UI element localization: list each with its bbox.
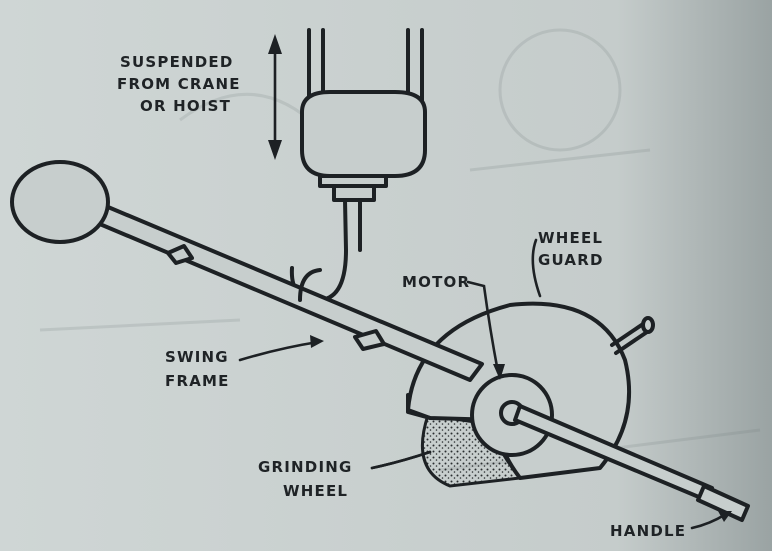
svg-text:SUSPENDED: SUSPENDED [120,53,234,71]
label-wheel-guard: WHEEL GUARD [531,229,604,298]
up-down-arrow [268,34,282,160]
svg-text:HANDLE: HANDLE [610,522,686,540]
svg-text:SWING: SWING [165,348,229,366]
svg-text:GRINDING: GRINDING [258,458,353,476]
label-swing-frame: SWING FRAME [165,335,324,390]
svg-text:WHEEL: WHEEL [538,229,603,247]
hoist-block [300,90,427,178]
svg-text:OR HOIST: OR HOIST [140,97,231,115]
guard-post [610,316,655,355]
label-suspended: SUSPENDED FROM CRANE OR HOIST [117,53,241,115]
swing-frame [10,160,750,522]
svg-text:FROM CRANE: FROM CRANE [117,75,241,93]
frame-collar-1 [166,244,194,265]
grinding-wheel-leader [370,450,432,470]
label-motor: MOTOR [402,273,505,380]
frame-collar-2 [353,329,386,351]
svg-text:MOTOR: MOTOR [402,273,470,291]
label-handle: HANDLE [610,511,732,540]
svg-text:WHEEL: WHEEL [283,482,348,500]
handle-grip [696,484,750,522]
svg-text:FRAME: FRAME [165,372,230,390]
svg-text:GUARD: GUARD [538,251,604,269]
counterweight [10,160,110,244]
